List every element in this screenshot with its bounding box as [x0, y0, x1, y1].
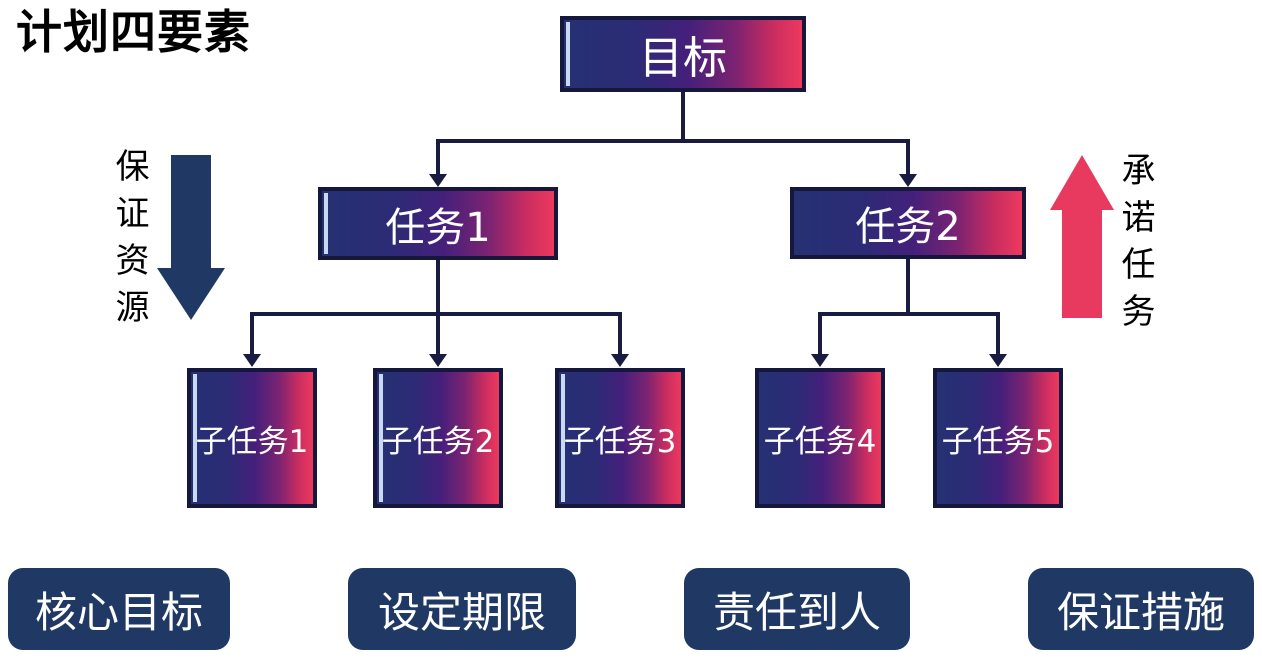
- node-task-2: 任务2: [790, 187, 1026, 259]
- right-annotation-label: 承诺任务: [1115, 152, 1155, 340]
- node-subtask-3: 子任务3: [555, 368, 685, 508]
- node-subtask-4: 子任务4: [755, 368, 885, 508]
- footer-pill-set-deadline: 设定期限: [348, 568, 576, 650]
- node-task-1: 任务1: [318, 187, 558, 260]
- left-annotation-label: 保证资源: [109, 148, 149, 336]
- footer-pill-assign-responsibility: 责任到人: [684, 568, 910, 650]
- node-goal: 目标: [560, 16, 806, 92]
- resources-down-arrow-icon: [157, 155, 225, 320]
- node-subtask-2: 子任务2: [373, 368, 503, 508]
- commitment-up-arrow-icon: [1050, 155, 1114, 318]
- node-subtask-5: 子任务5: [933, 368, 1063, 508]
- footer-pill-guarantee-measures: 保证措施: [1028, 568, 1254, 650]
- node-subtask-1: 子任务1: [187, 368, 317, 508]
- footer-pill-core-goal: 核心目标: [8, 568, 230, 650]
- page-title: 计划四要素: [16, 5, 251, 59]
